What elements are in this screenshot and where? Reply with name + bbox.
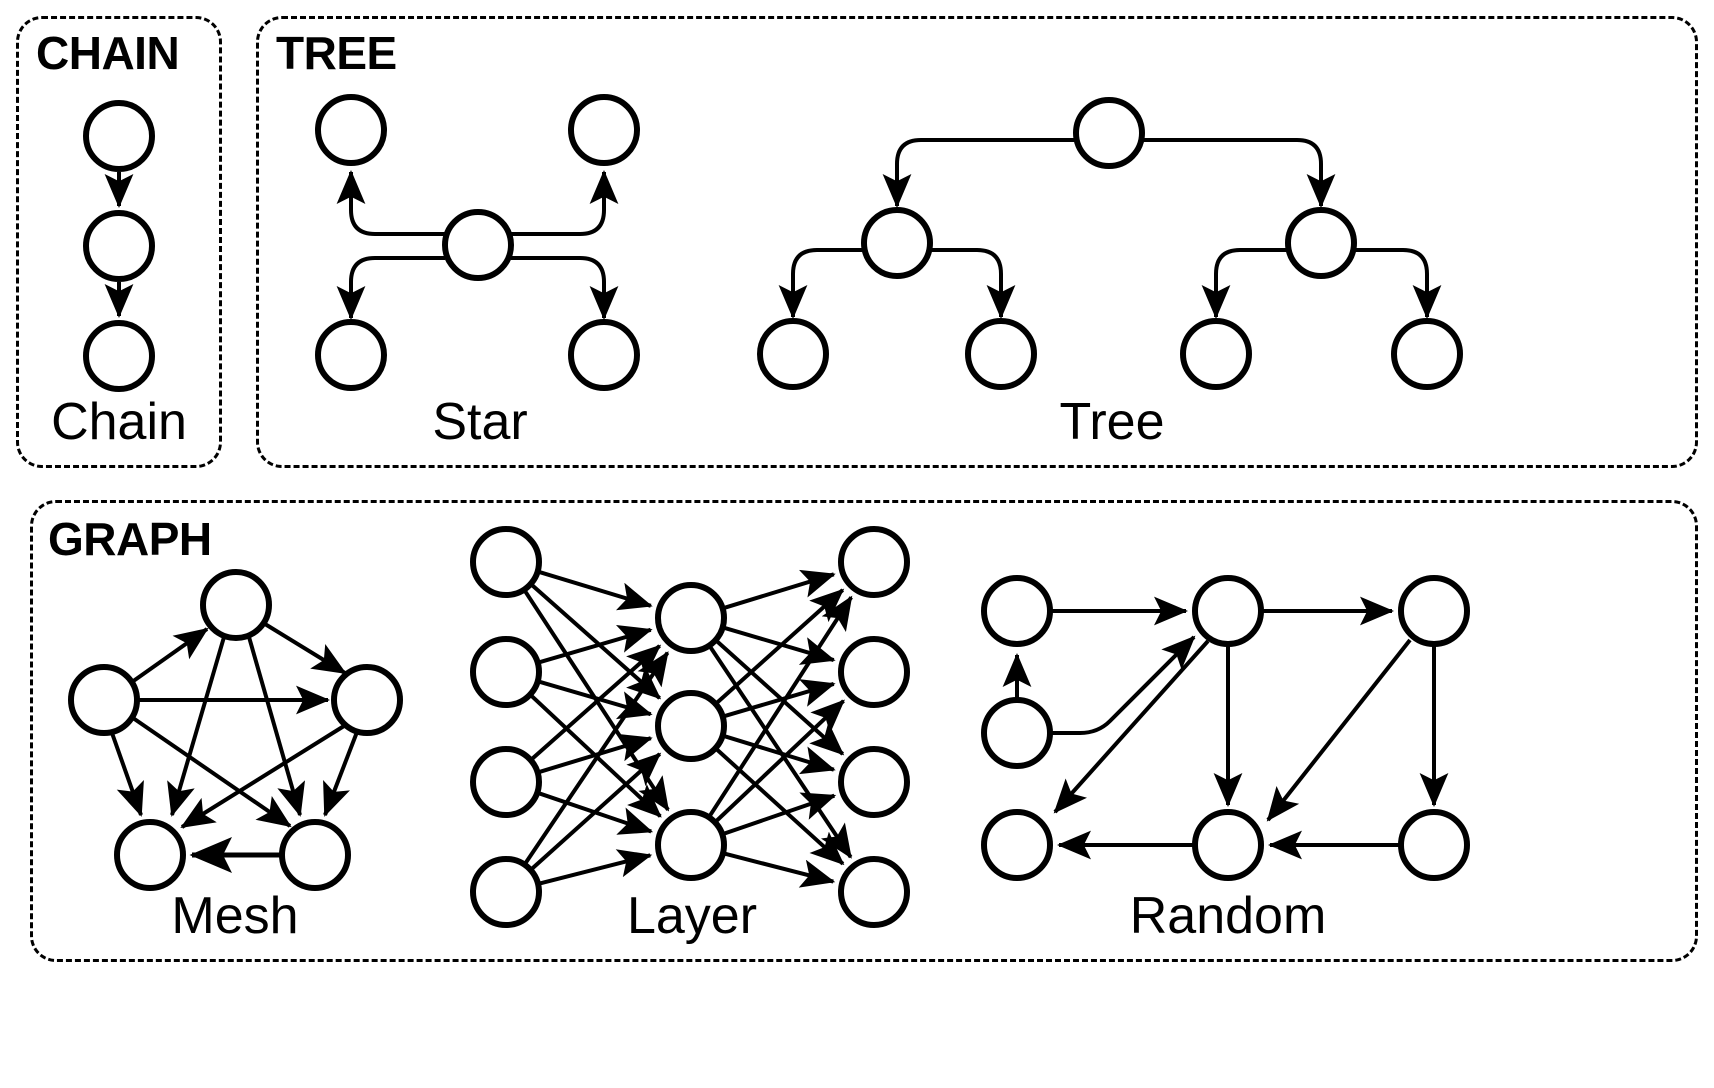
edge-tree-root-left bbox=[882, 138, 1076, 208]
node-random-a[interactable] bbox=[981, 575, 1053, 647]
node-tree-leaf-1[interactable] bbox=[965, 318, 1037, 390]
edge-mesh-top-right bbox=[263, 622, 347, 675]
node-star-center[interactable] bbox=[442, 209, 514, 281]
node-layer-in-2[interactable] bbox=[470, 746, 542, 818]
random-edges bbox=[1002, 596, 1449, 860]
node-tree-right[interactable] bbox=[1285, 207, 1357, 279]
edge-layer-1-1-to-2-1 bbox=[724, 679, 836, 719]
edge-layer-1-1-to-2-3 bbox=[715, 748, 845, 866]
node-layer-in-1[interactable] bbox=[470, 636, 542, 708]
diagram-star bbox=[315, 94, 640, 391]
node-layer-hid-2[interactable] bbox=[655, 809, 727, 881]
edge-mesh-left-top bbox=[130, 627, 209, 684]
edge-layer-1-2-to-2-2 bbox=[723, 792, 837, 836]
edge-star-center-tr bbox=[511, 170, 619, 236]
tree-edges bbox=[778, 138, 1442, 319]
node-random-f[interactable] bbox=[1192, 809, 1264, 881]
edge-tree-left-lr bbox=[930, 248, 1016, 319]
edge-star-center-bl bbox=[336, 256, 445, 320]
edge-mesh-top-br bbox=[247, 636, 306, 817]
node-tree-root[interactable] bbox=[1073, 97, 1145, 169]
node-layer-out-0[interactable] bbox=[838, 526, 910, 598]
diagram-label-mesh: Mesh bbox=[171, 887, 299, 945]
node-layer-out-3[interactable] bbox=[838, 856, 910, 928]
node-mesh-left[interactable] bbox=[68, 664, 140, 736]
edge-layer-1-2-to-2-3 bbox=[724, 851, 836, 888]
edge-layer-0-3-to-1-2 bbox=[539, 849, 653, 886]
diagram-label-layer: Layer bbox=[626, 887, 758, 945]
node-star-top-left[interactable] bbox=[315, 94, 387, 166]
node-mesh-top[interactable] bbox=[200, 569, 272, 641]
node-chain-2[interactable] bbox=[83, 320, 155, 392]
edge-random-d-f bbox=[1266, 638, 1412, 822]
edge-layer-0-1-to-1-1 bbox=[539, 679, 653, 720]
diagram-label-chain: Chain bbox=[51, 393, 187, 451]
edge-layer-0-1-to-1-0 bbox=[539, 624, 653, 665]
diagram-random bbox=[981, 575, 1470, 881]
edge-layer-1-0-to-2-0 bbox=[723, 569, 836, 610]
group-box-graph bbox=[30, 500, 1698, 962]
diagram-label-random: Random bbox=[1129, 887, 1327, 945]
node-tree-leaf-0[interactable] bbox=[757, 318, 829, 390]
node-tree-left[interactable] bbox=[861, 207, 933, 279]
diagram-mesh bbox=[68, 569, 403, 891]
node-layer-out-1[interactable] bbox=[838, 636, 910, 708]
edge-layer-0-3-to-1-1 bbox=[530, 752, 662, 871]
node-mesh-bottom-right[interactable] bbox=[279, 819, 351, 891]
node-mesh-bottom-left[interactable] bbox=[114, 819, 186, 891]
edge-layer-0-3-to-1-0 bbox=[523, 651, 670, 865]
node-random-e[interactable] bbox=[981, 809, 1053, 881]
edge-mesh-left-br bbox=[131, 716, 292, 828]
node-layer-hid-1[interactable] bbox=[655, 690, 727, 762]
edge-mesh-right-bl bbox=[180, 724, 346, 829]
group-box-tree bbox=[256, 16, 1698, 468]
node-tree-leaf-3[interactable] bbox=[1391, 318, 1463, 390]
edge-layer-0-2-to-1-1 bbox=[538, 733, 653, 774]
node-chain-0[interactable] bbox=[83, 100, 155, 172]
diagram-label-tree: Tree bbox=[1059, 393, 1165, 451]
node-tree-leaf-2[interactable] bbox=[1180, 318, 1252, 390]
mesh-edges bbox=[110, 622, 359, 873]
node-layer-hid-0[interactable] bbox=[655, 582, 727, 654]
edge-layer-0-0-to-1-0 bbox=[538, 570, 653, 611]
diagram-label-star: Star bbox=[432, 393, 528, 451]
edge-layer-1-2-to-2-1 bbox=[715, 699, 845, 823]
group-title-tree: TREE bbox=[276, 27, 397, 79]
group-title-graph: GRAPH bbox=[48, 513, 212, 565]
edge-layer-1-0-to-2-1 bbox=[724, 625, 836, 665]
edge-tree-right-rr bbox=[1354, 248, 1442, 319]
layer-edges bbox=[523, 569, 853, 888]
node-random-c[interactable] bbox=[1192, 575, 1264, 647]
edge-star-center-br bbox=[511, 256, 619, 320]
edge-star-center-tl bbox=[336, 170, 445, 236]
node-layer-in-0[interactable] bbox=[470, 526, 542, 598]
diagram-layer bbox=[470, 526, 910, 928]
edge-random-c-e bbox=[1053, 639, 1210, 814]
node-layer-in-3[interactable] bbox=[470, 856, 542, 928]
node-mesh-right[interactable] bbox=[331, 664, 403, 736]
group-box-chain bbox=[16, 16, 222, 468]
diagram-tree bbox=[757, 97, 1463, 390]
node-star-bottom-left[interactable] bbox=[315, 319, 387, 391]
edge-mesh-left-bl bbox=[110, 732, 144, 817]
edge-layer-1-2-to-2-0 bbox=[708, 595, 853, 817]
node-chain-1[interactable] bbox=[83, 210, 155, 282]
edge-tree-right-rl bbox=[1201, 248, 1288, 319]
node-random-g[interactable] bbox=[1398, 809, 1470, 881]
star-edges bbox=[336, 170, 619, 320]
group-title-chain: CHAIN bbox=[36, 27, 180, 79]
node-star-top-right[interactable] bbox=[568, 94, 640, 166]
node-layer-out-2[interactable] bbox=[838, 746, 910, 818]
edge-mesh-right-br bbox=[323, 731, 359, 817]
diagram-chain bbox=[83, 100, 155, 392]
node-star-bottom-right[interactable] bbox=[568, 319, 640, 391]
node-random-b[interactable] bbox=[981, 697, 1053, 769]
edge-mesh-top-bl bbox=[167, 636, 226, 817]
edge-tree-left-ll bbox=[778, 248, 864, 319]
edge-random-b-c bbox=[1050, 635, 1196, 735]
node-random-d[interactable] bbox=[1398, 575, 1470, 647]
edge-tree-root-right bbox=[1142, 138, 1336, 208]
edge-layer-1-1-to-2-2 bbox=[723, 734, 836, 775]
